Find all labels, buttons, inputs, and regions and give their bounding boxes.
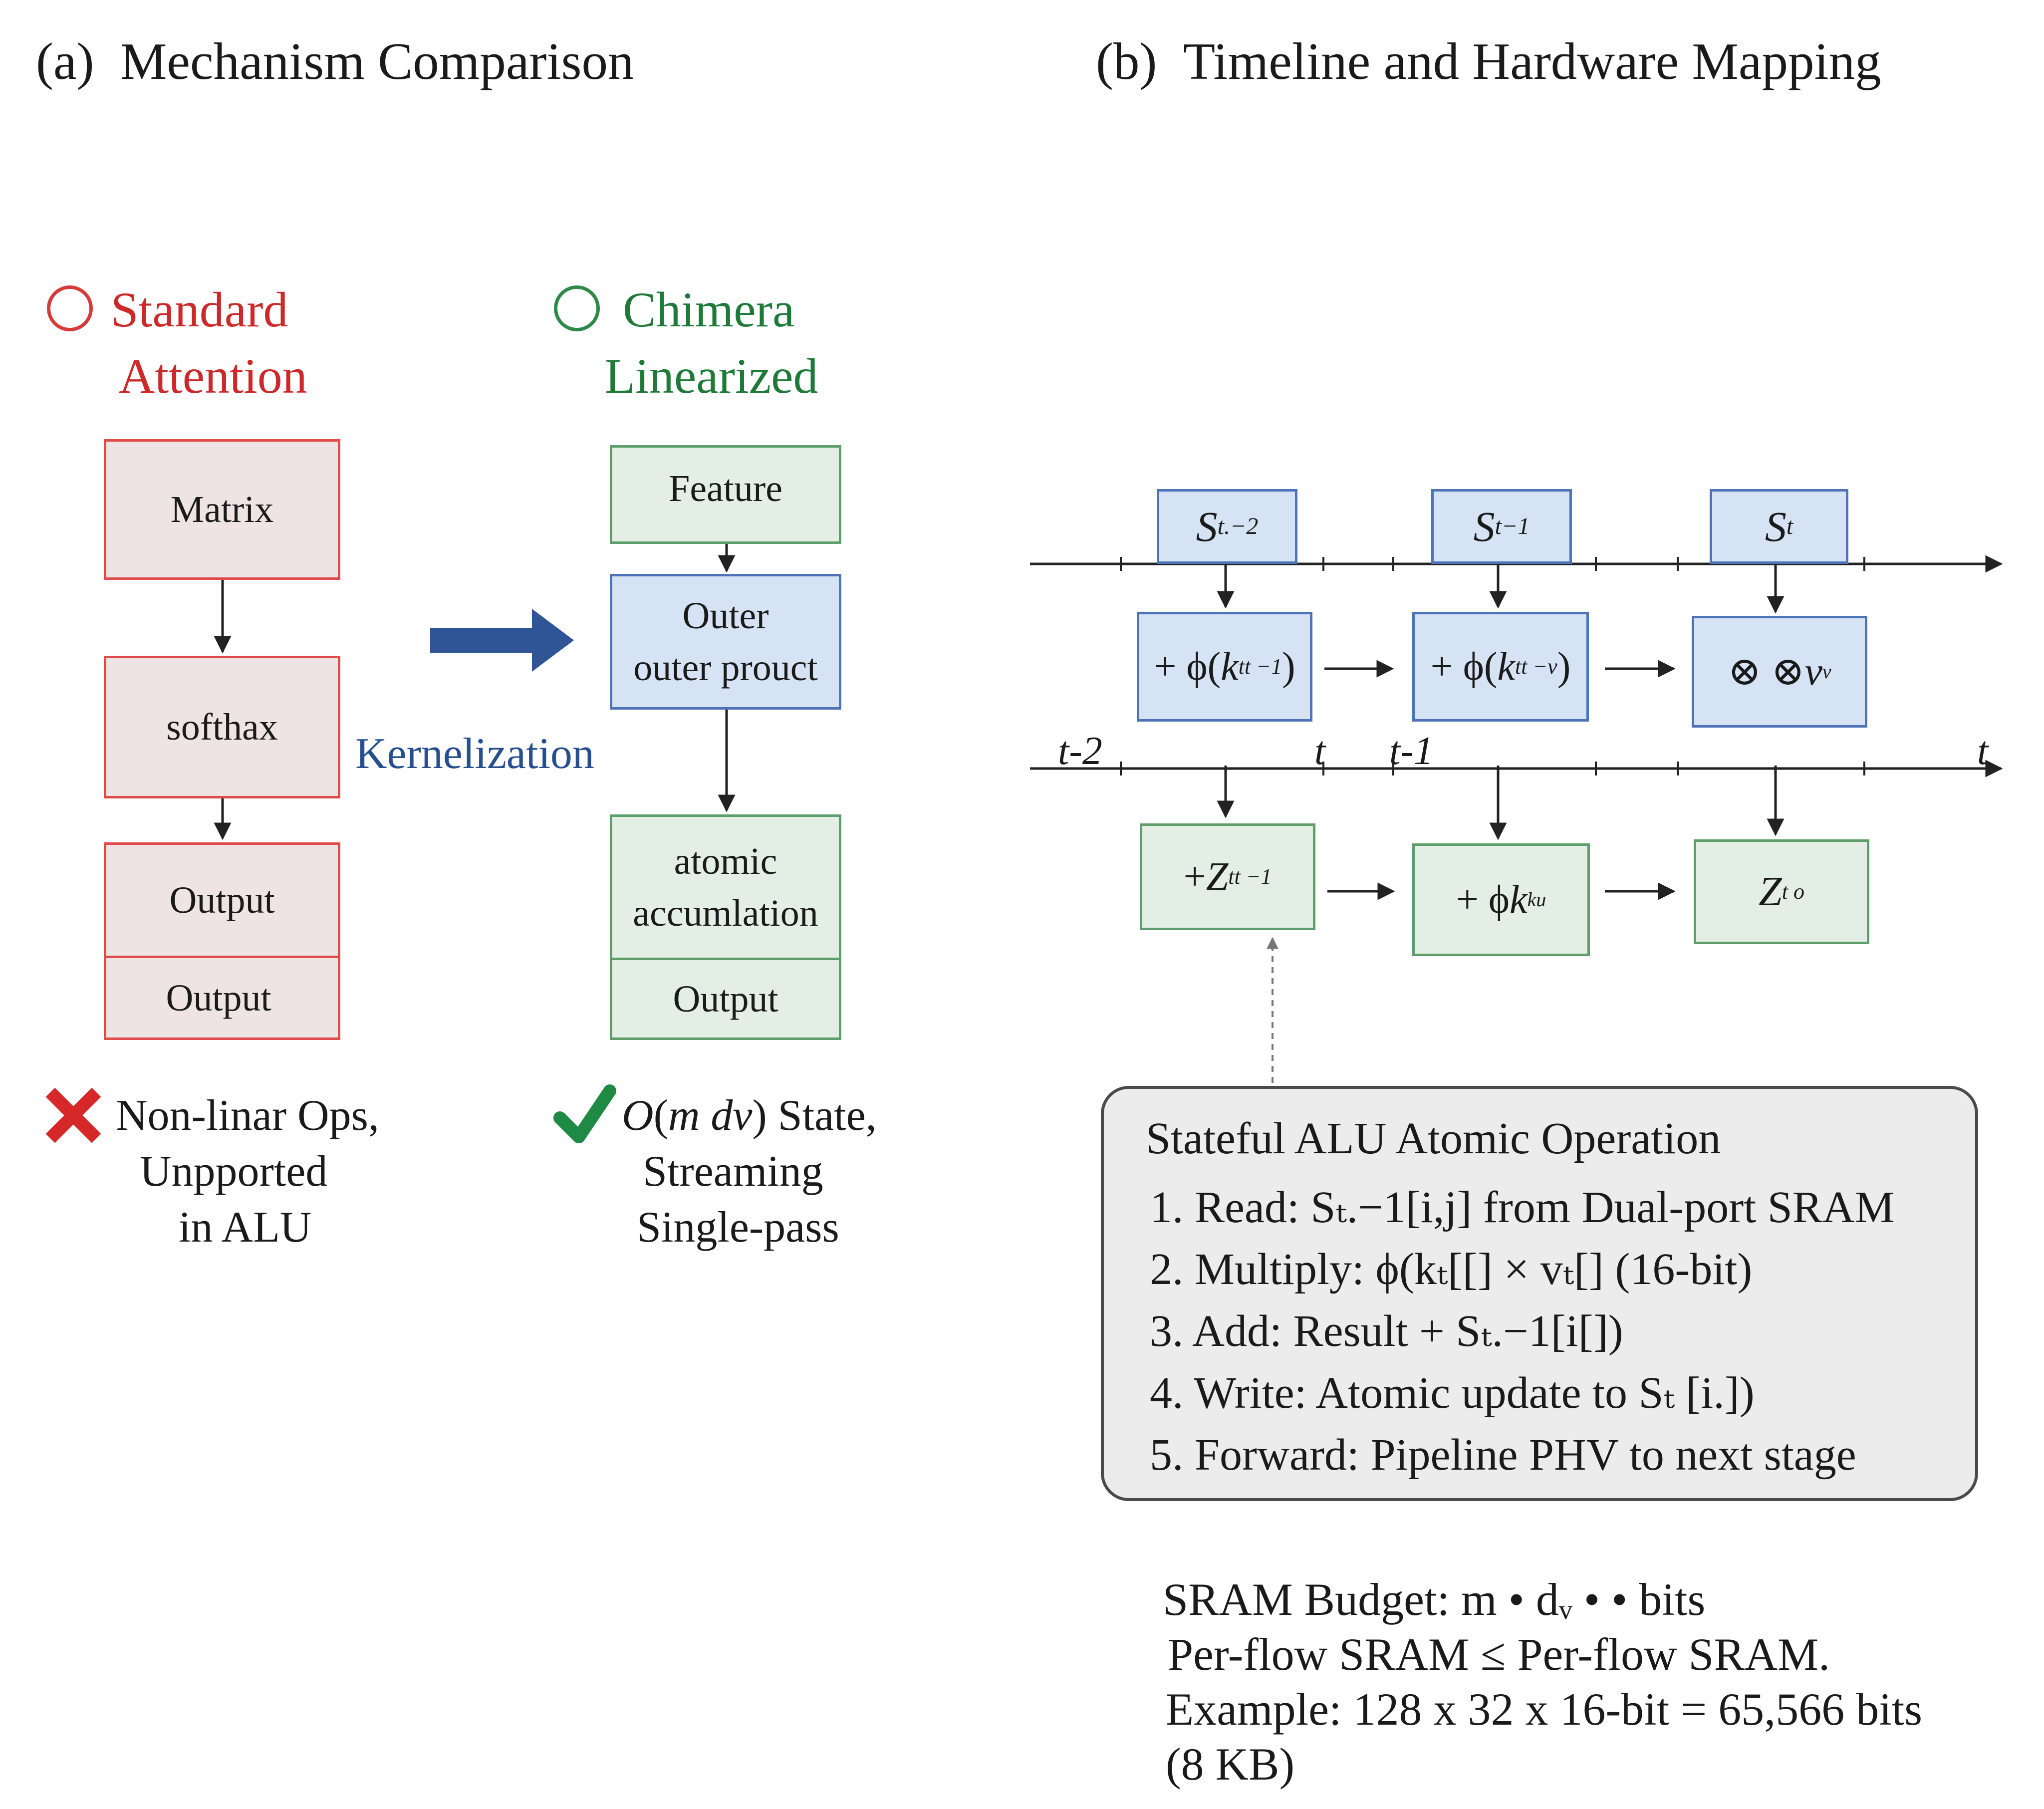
output-label-2-cell: Output [106,958,331,1038]
accumulation-label-line1: atomic [674,840,777,882]
chimera-output-label: Output [673,978,778,1020]
feature-box: Feature [610,445,841,544]
cross-icon [45,1087,101,1143]
chimera-circle-icon [554,285,600,331]
accumulation-output-box: atomic accumlation Output [610,814,841,1040]
kernelization-label: Kernelization [355,730,594,778]
time-label-t-b: t [1977,729,1989,773]
standard-verdict-line3: in ALU [179,1203,312,1252]
softmax-label: softhax [166,706,278,748]
chimera-header-line1: Chimera [623,282,795,337]
standard-header-line2: Attention [119,348,307,404]
sram-budget-line3: Example: 128 x 32 x 16-bit = 65,566 bits [1166,1684,1923,1735]
feature-label: Feature [669,468,782,510]
output-divider [106,956,338,958]
alu-step-multiply: 2. Multiply: ϕ(kₜ[[] × vₜ[] (16-bit) [1150,1245,1753,1294]
time-label-t-1: t-1 [1389,729,1434,773]
output-label-1: Output [169,879,275,921]
alu-operation-panel: Stateful ALU Atomic Operation 1. Read: S… [1101,1086,1978,1501]
outer-label-line2: outer prouct [633,647,818,689]
chimera-verdict-line3: Single-pass [637,1203,839,1252]
lower-timeline-ticks [1120,762,1865,775]
accumulation-cell: atomic accumlation [612,817,839,958]
chimera-header-line2: Linearized [605,348,818,404]
alu-step-write: 4. Write: Atomic update to Sₜ [i.]) [1150,1368,1755,1418]
output-label-1-cell: Output [106,845,338,956]
output-label-2: Output [166,977,271,1019]
outer-label-line1: Outer [682,595,769,637]
panel-b-title: (b) Timeline and Hardware Mapping [1096,32,1881,90]
sram-budget-line1: SRAM Budget: m • dᵥ • • bits [1163,1574,1706,1625]
standard-verdict-line2: Unpported [140,1147,328,1196]
time-label-t-a: t [1314,729,1326,773]
chimera-verdict-line2: Streaming [643,1147,823,1196]
matrix-box: Matrix [104,439,340,580]
chimera-verdict-line1: O(m dv) State, [622,1091,877,1140]
matrix-label: Matrix [170,489,274,530]
panel-a-title: (a) Mechanism Comparison [36,32,634,90]
alu-step-forward: 5. Forward: Pipeline PHV to next stage [1150,1430,1856,1480]
accumulation-divider [612,958,839,960]
time-label-t-2: t-2 [1058,729,1102,773]
accumulation-label-line2: accumlation [633,892,818,934]
alu-steps-list: 1. Read: Sₜ.−1[i,j] from Dual-port SRAM … [1150,1177,1895,1486]
standard-output-box: Output Output [104,842,340,1040]
upper-timeline-ticks [1120,557,1865,571]
alu-step-add: 3. Add: Result + Sₜ.−1[i[]) [1150,1306,1623,1356]
kernelization-arrow [430,609,574,672]
standard-circle-icon [47,285,93,331]
alu-step-read: 1. Read: Sₜ.−1[i,j] from Dual-port SRAM [1150,1183,1895,1232]
standard-verdict-line1: Non-linar Ops, [116,1091,379,1140]
softmax-box: softhax [104,656,340,798]
check-icon [553,1084,616,1143]
alu-panel-title: Stateful ALU Atomic Operation [1146,1114,1721,1163]
sram-budget-line4: (8 KB) [1166,1739,1295,1790]
standard-header-line1: Standard [111,282,288,337]
sram-budget-line2: Per-flow SRAM ≤ Per-flow SRAM. [1168,1629,1830,1680]
chimera-output-cell: Output [612,960,839,1038]
outer-product-box: Outer outer prouct [610,574,841,710]
